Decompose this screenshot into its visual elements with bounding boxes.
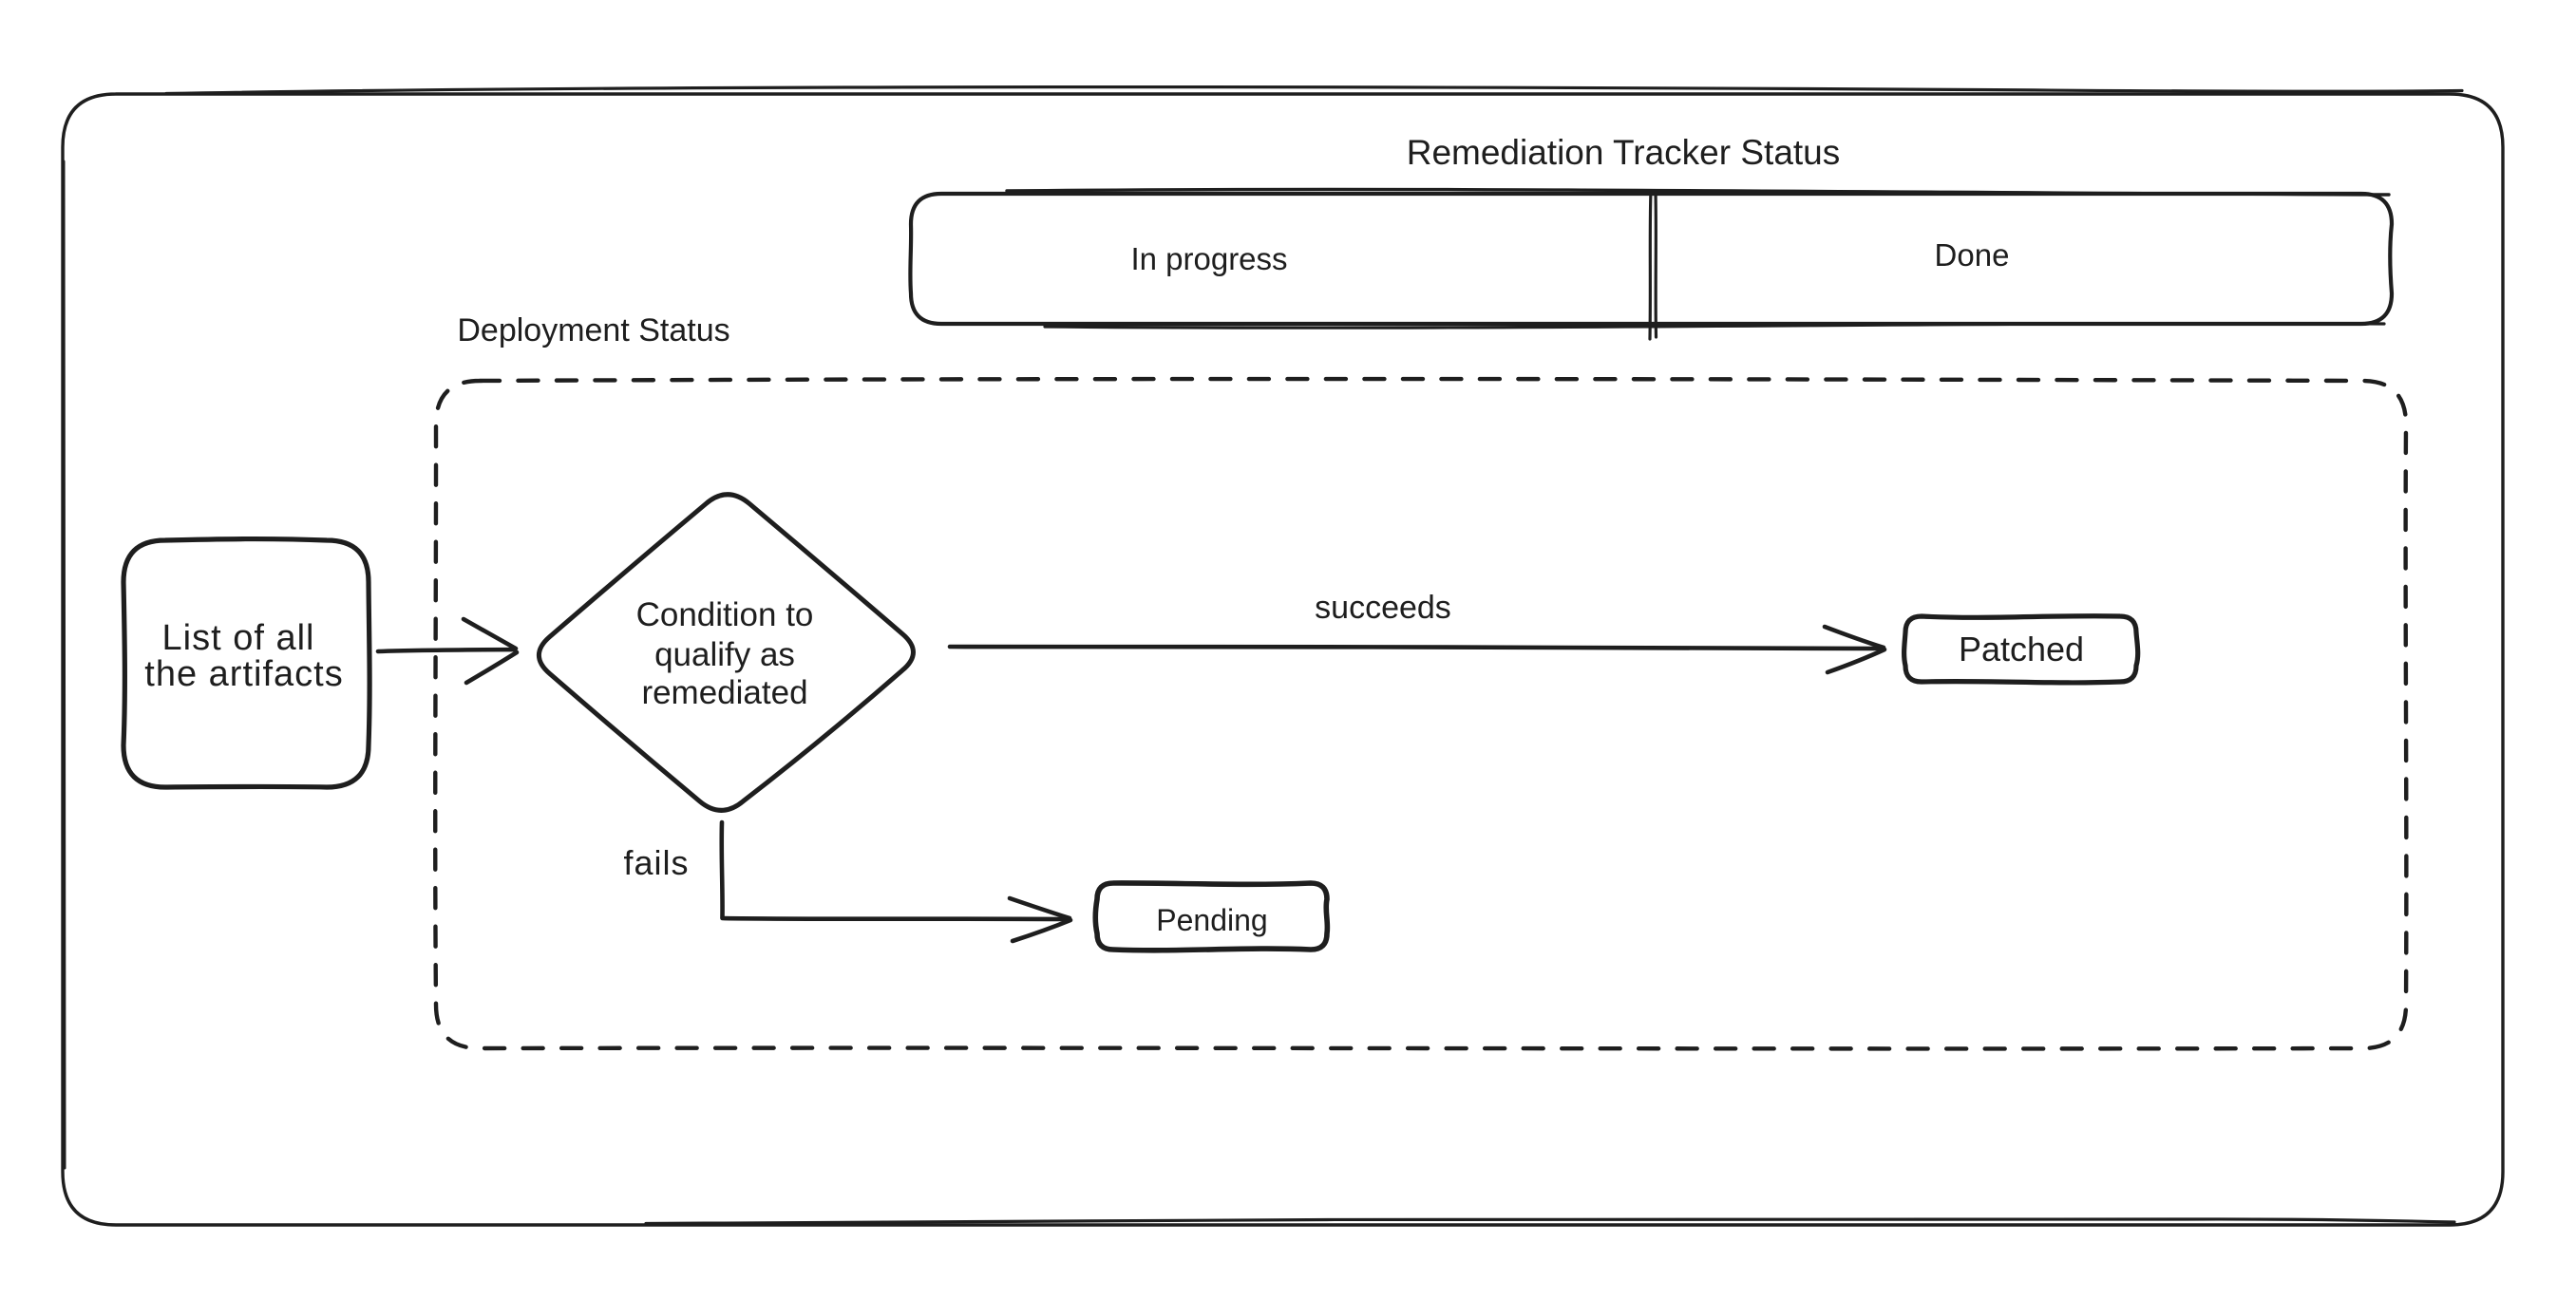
svg-text:qualify as: qualify as <box>654 636 795 673</box>
svg-text:fails: fails <box>623 843 689 882</box>
svg-text:Patched: Patched <box>1959 630 2084 668</box>
svg-text:List of all: List of all <box>162 618 315 658</box>
svg-text:Deployment Status: Deployment Status <box>457 312 729 348</box>
svg-text:the artifacts: the artifacts <box>144 654 343 694</box>
svg-text:Done: Done <box>1935 237 2010 273</box>
svg-text:succeeds: succeeds <box>1315 590 1451 626</box>
svg-text:remediated: remediated <box>641 674 807 711</box>
svg-text:In progress: In progress <box>1130 241 1287 276</box>
svg-text:Condition to: Condition to <box>636 596 814 633</box>
svg-text:Pending: Pending <box>1156 903 1267 937</box>
svg-text:Remediation Tracker Status: Remediation Tracker Status <box>1407 133 1841 172</box>
